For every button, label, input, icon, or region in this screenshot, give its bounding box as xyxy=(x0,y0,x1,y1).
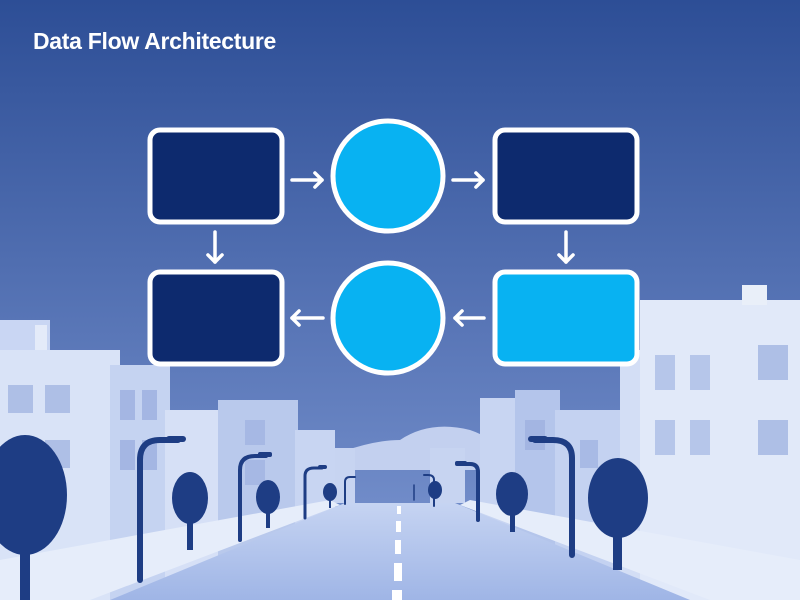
data-flow-diagram xyxy=(147,118,640,376)
left-trees xyxy=(0,435,337,600)
diagram-node-n6-box xyxy=(492,269,640,367)
lane-markings xyxy=(392,506,402,600)
right-sidewalk xyxy=(460,500,800,600)
arrow-n1-n2 xyxy=(290,171,324,189)
arrow-n1-n4 xyxy=(206,230,224,264)
diagram-node-n1-box xyxy=(147,127,285,225)
diagram-node-n5-circle xyxy=(330,260,446,376)
flow-arrows xyxy=(206,171,575,327)
arrow-n5-n4 xyxy=(290,309,325,327)
diagram-node-n3-box xyxy=(492,127,640,225)
right-trees xyxy=(428,458,648,570)
page-title: Data Flow Architecture xyxy=(33,28,277,54)
diagram-node-n2-circle xyxy=(330,118,446,234)
arrow-n6-n5 xyxy=(453,309,486,327)
left-sidewalk xyxy=(0,500,340,600)
arrow-n3-n6 xyxy=(557,230,575,264)
lamp-heads xyxy=(166,436,548,469)
flow-nodes xyxy=(147,118,640,376)
diagram-node-n4-box xyxy=(147,269,285,367)
arrow-n2-n3 xyxy=(451,171,485,189)
street-lamps xyxy=(137,437,575,583)
